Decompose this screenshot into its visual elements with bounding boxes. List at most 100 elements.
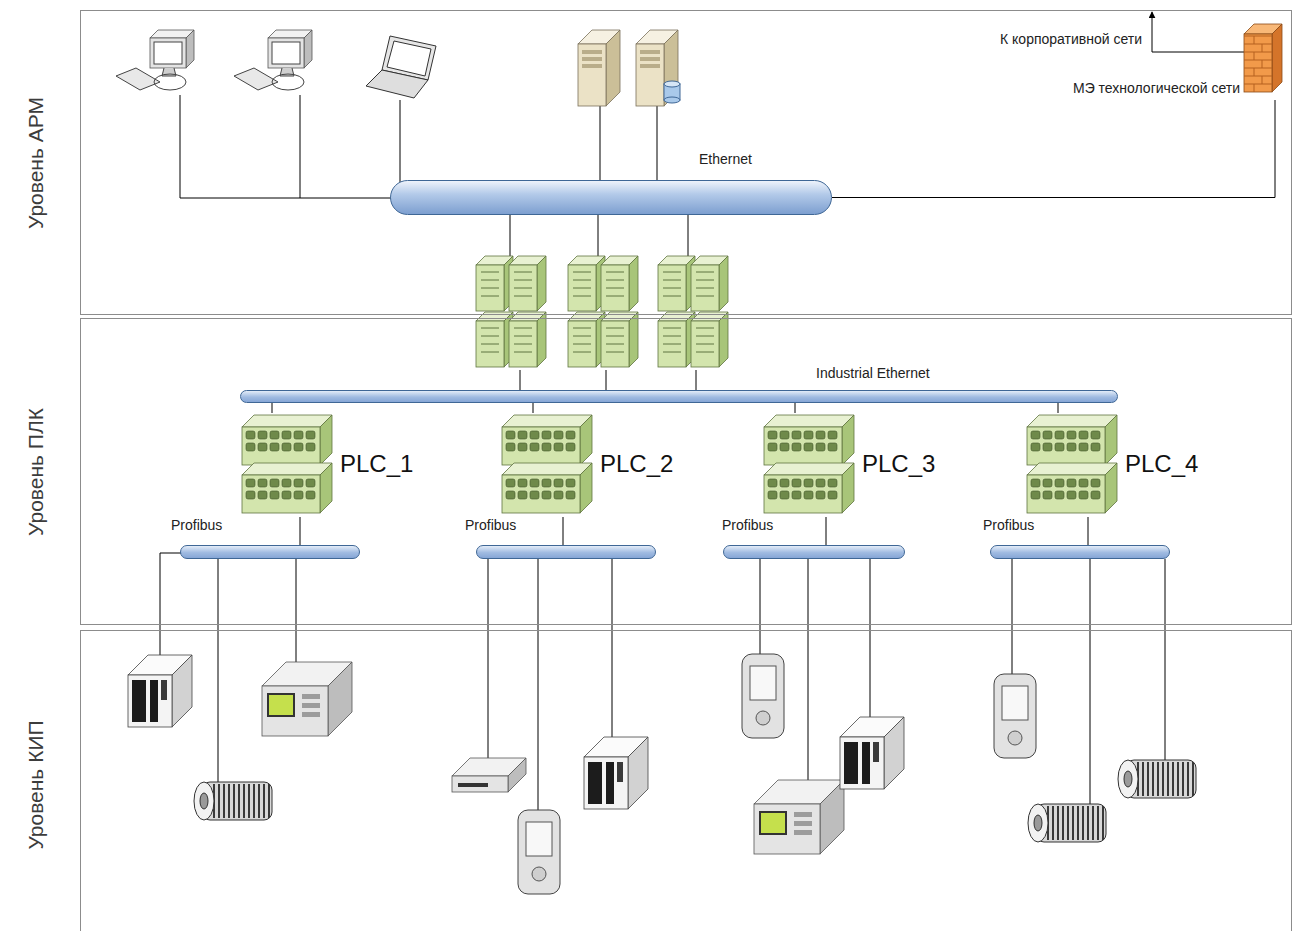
illustration-part [1055,479,1064,487]
illustration-part [573,280,591,281]
illustration-part [658,265,686,311]
level-band: Industrial EthernetPLC_1ProfibusPLC_2Pro… [80,318,1292,625]
illustration-part [270,479,279,487]
illustration-part [1055,443,1064,451]
illustration-part [1105,415,1117,465]
illustration-part [1192,762,1194,796]
illustration-part [606,272,624,273]
illustration-part [804,479,813,487]
laptop-icon [366,36,436,98]
illustration-part [132,680,146,722]
bus-drop-wire [870,559,871,717]
illustration-part [242,463,332,475]
illustration-part [640,50,660,54]
illustration-part [566,491,575,499]
plc-label: PLC_3 [862,450,935,478]
illustration-part [629,256,638,311]
bus-drop-wire [180,95,391,198]
fieldbus-bar: Profibus [476,545,656,559]
illustration-part [554,443,563,451]
illustration-part [756,711,770,725]
illustration-part [542,491,551,499]
network-link [1088,517,1089,545]
illustration-part [842,415,854,465]
illustration-part [518,491,527,499]
illustration-part [242,475,320,513]
illustration-part [530,431,539,439]
illustration-part [258,784,260,818]
illustration-part [663,288,681,289]
illustration-part [1027,415,1117,427]
illustration-part [719,256,728,311]
illustration-part [268,38,304,68]
bus-drop-wire [688,215,689,258]
motor-icon [1118,760,1196,798]
illustration-part [272,42,300,64]
illustration-part [640,64,660,68]
illustration-part [1067,443,1076,451]
network-link [826,517,827,545]
illustration-part [1027,475,1105,513]
illustration-part [518,443,527,451]
illustration-part [1031,491,1040,499]
illustration-part [696,336,714,337]
illustration-part [582,57,602,61]
illustration-part [580,463,592,513]
operator-panel-icon [262,662,352,736]
illustration-part [481,352,499,353]
fieldbus-bar: Profibus [180,545,360,559]
illustration-part [1043,479,1052,487]
illustration-part [1254,84,1255,92]
illustration-part [1092,806,1094,840]
illustration-part [601,321,629,367]
fieldbus-bar: Profibus [723,545,905,559]
handheld-icon [994,674,1036,758]
illustration-part [804,443,813,451]
illustration-part [306,431,315,439]
illustration-part [636,44,664,106]
plc-unit: PLC_2 [500,413,690,517]
illustration-part [764,415,854,513]
illustration-part [282,479,291,487]
level-band: EthernetМЭ технологической сетиУровень А… [80,10,1292,315]
illustration-part [573,296,591,297]
illustration-part [1002,686,1028,720]
illustration-part [1043,491,1052,499]
illustration-part [246,491,255,499]
plc-icon [1025,413,1121,517]
illustration-part [1262,60,1263,68]
illustration-part [194,782,214,820]
illustration-part [573,272,591,273]
bus-drop-wire [520,370,521,391]
level-label: Уровень ПЛК [24,408,48,536]
bus-drop-wire [488,559,489,760]
illustration-part [481,288,499,289]
illustration-part [542,431,551,439]
illustration-part [780,479,789,487]
bus-drop-wire [1012,559,1013,674]
level-label: Уровень КИП [24,720,48,849]
illustration-part [481,272,499,273]
plc-unit: PLC_3 [762,413,952,517]
device-icons [116,30,1196,894]
illustration-part [664,97,680,103]
illustration-part [691,265,719,311]
illustration-part [518,431,527,439]
illustration-part [458,783,488,787]
illustration-part [502,463,592,475]
illustration-part [1147,762,1149,796]
bus-drop-wire [1165,559,1166,760]
illustration-part [1182,762,1184,796]
illustration-part [532,867,546,881]
illustration-part [172,655,192,727]
plc-icon [762,413,858,517]
illustration-wire [160,95,1165,810]
illustration-part [514,288,532,289]
fieldbus-bar: Profibus [990,545,1170,559]
illustration-part [768,431,777,439]
illustration-part [663,272,681,273]
illustration-part [223,784,225,818]
ethernet-bus: Ethernet [390,180,832,215]
database-icon [664,81,680,103]
illustration-part [218,784,220,818]
